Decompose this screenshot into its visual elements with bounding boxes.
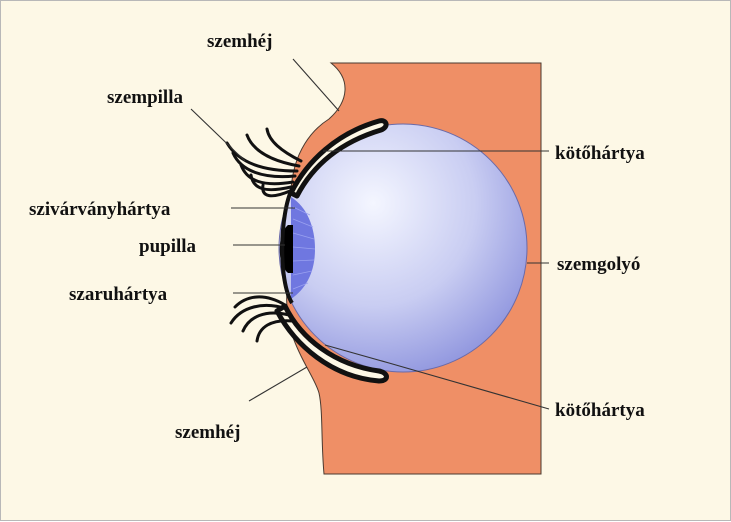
label-eyeball: szemgolyó <box>557 254 640 275</box>
label-cornea: szaruhártya <box>69 284 168 305</box>
leader-eyelash <box>191 109 245 161</box>
label-eyelash: szempilla <box>107 87 183 108</box>
label-conjunctiva-lower: kötőhártya <box>555 400 645 421</box>
label-conjunctiva-upper: kötőhártya <box>555 143 645 164</box>
upper-eyelashes <box>227 129 301 196</box>
leader-eyelid-upper <box>293 59 339 111</box>
label-eyelid-upper: szemhéj <box>207 31 272 52</box>
label-eyelid-lower: szemhéj <box>175 422 240 443</box>
label-iris: szivárványhártya <box>29 199 171 220</box>
leader-eyelid-lower <box>249 367 307 401</box>
label-pupil: pupilla <box>139 236 197 257</box>
